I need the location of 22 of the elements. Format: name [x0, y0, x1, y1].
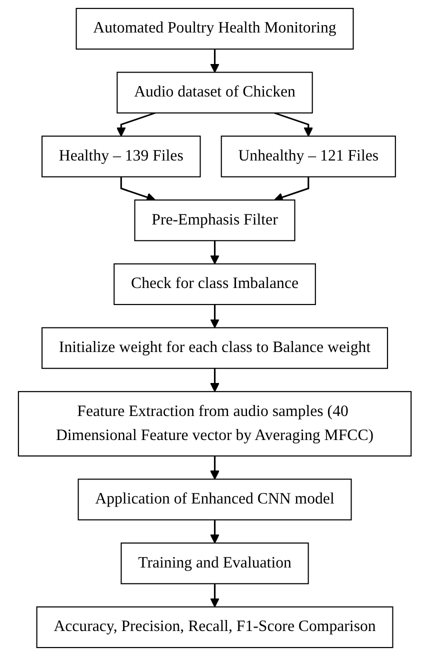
arrow — [210, 49, 220, 73]
node-box: Accuracy, Precision, Recall, F1-Score Comparison — [36, 606, 394, 648]
node-box: Automated Poultry Health Monitoring — [76, 8, 354, 50]
node-box: Healthy – 139 Files — [42, 136, 202, 178]
node-box: Initialize weight for each class to Balance weight — [42, 327, 388, 369]
arrow — [274, 112, 314, 137]
arrow — [274, 176, 310, 202]
arrow — [210, 584, 220, 608]
node-box: Pre-Emphasis Filter — [134, 199, 296, 242]
node-box: Training and Evaluation — [120, 542, 310, 584]
node-box: Check for class Imbalance — [114, 263, 316, 306]
arrow — [120, 176, 156, 202]
arrow — [210, 304, 220, 328]
node-box: Unhealthy – 121 Files — [221, 136, 396, 178]
arrow — [210, 240, 220, 264]
arrow — [210, 456, 220, 480]
arrow — [116, 112, 156, 137]
arrow — [210, 368, 220, 392]
node-box: Application of Enhanced CNN model — [78, 478, 352, 520]
arrow — [210, 520, 220, 544]
node-box: Feature Extraction from audio samples (40 Dimensional Feature vector by Averaging MFCC) — [18, 391, 412, 456]
node-box: Audio dataset of Chicken — [116, 72, 314, 114]
